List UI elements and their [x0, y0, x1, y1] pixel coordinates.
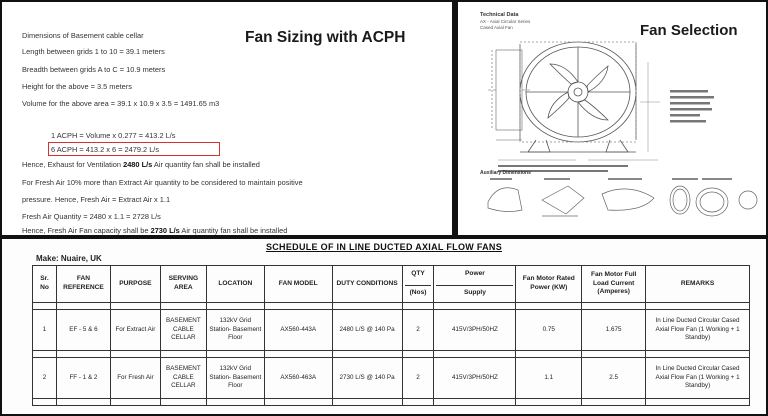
- cell-fan-model: AX560-443A: [263, 309, 333, 351]
- header-qty-label: QTY: [411, 270, 425, 278]
- header-fan-model: FAN MODEL: [263, 265, 333, 303]
- schedule-title: SCHEDULE OF IN LINE DUCTED AXIAL FLOW FA…: [265, 242, 503, 252]
- fan-side-view: [488, 49, 530, 141]
- table-spacer-row: [32, 302, 750, 310]
- auxiliary-dimensions-label: Auxiliary Dimensions: [480, 170, 531, 176]
- cell-sr: 2: [32, 357, 57, 399]
- calc-line-fresh-air-note: For Fresh Air 10% more than Extract Air …: [22, 178, 303, 187]
- fan-front-view: [519, 41, 637, 153]
- header-full-load-current: Fan Motor Full Load Current (Amperes): [581, 265, 647, 303]
- highlight-box: [48, 142, 220, 156]
- cell-fan-model: AX560-463A: [263, 357, 333, 399]
- fresh-value: 2730 L/s: [150, 226, 180, 235]
- schedule-table: Sr. No FAN REFERENCE PURPOSE SERVING ARE…: [32, 265, 750, 406]
- header-rated-power: Fan Motor Rated Power (KW): [515, 265, 583, 303]
- cell-full-load-current: 2.5: [581, 357, 647, 399]
- auxiliary-dimensions: [487, 185, 758, 217]
- fan-sizing-title: Fan Sizing with ACPH: [245, 29, 406, 46]
- fresh-pre: Hence, Fresh Air Fan capacity shall be: [22, 226, 151, 235]
- cell-location: 132kV Grid Station- Basement Floor: [205, 357, 265, 399]
- exhaust-value: 2480 L/s: [123, 160, 153, 169]
- calc-line-fresh-fan: Hence, Fresh Air Fan capacity shall be 2…: [22, 226, 287, 235]
- fan-drawing: [487, 41, 758, 217]
- frame-bottom: [0, 414, 768, 416]
- cell-duty-conditions: 2480 L/S @ 140 Pa: [331, 309, 403, 351]
- header-power: Power Supply: [433, 265, 517, 303]
- tech-data-line-3: Cased Axial Fan: [480, 25, 513, 30]
- header-purpose: PURPOSE: [109, 265, 161, 303]
- header-remarks: REMARKS: [645, 265, 750, 303]
- cell-serving-area: BASEMENT CABLE CELLAR: [159, 309, 207, 351]
- frame-left: [0, 0, 2, 416]
- tech-data-line-2: AX - Axial Circular Series: [480, 19, 531, 24]
- header-qty-unit: (Nos): [404, 285, 432, 298]
- calc-line-length: Length between grids 1 to 10 = 39.1 mete…: [22, 47, 165, 56]
- table-row: 1 EF - 5 & 6 For Extract Air BASEMENT CA…: [32, 309, 750, 351]
- cell-remarks: In Line Ducted Circular Cased Axial Flow…: [645, 309, 750, 351]
- exhaust-post: Air quantity fan shall be installed: [152, 160, 260, 169]
- header-qty: QTY (Nos): [401, 265, 435, 303]
- fresh-post: Air quantity fan shall be installed: [179, 226, 288, 235]
- exhaust-pre: Hence, Exhaust for Ventilation: [22, 160, 124, 169]
- cell-rated-power: 0.75: [515, 309, 583, 351]
- table-header-row: Sr. No FAN REFERENCE PURPOSE SERVING ARE…: [32, 265, 750, 303]
- cell-purpose: For Fresh Air: [109, 357, 161, 399]
- cell-power-supply: 415V/3PH/50HZ: [433, 309, 517, 351]
- calc-line-volume: Volume for the above area = 39.1 x 10.9 …: [22, 99, 220, 108]
- cell-sr: 1: [32, 309, 57, 351]
- cell-qty: 2: [401, 309, 435, 351]
- header-duty-conditions: DUTY CONDITIONS: [331, 265, 403, 303]
- calc-line-1acph: 1 ACPH = Volume x 0.277 = 413.2 L/s: [51, 131, 176, 140]
- fan-selection-title: Fan Selection: [640, 22, 738, 39]
- cell-rated-power: 1.1: [515, 357, 583, 399]
- header-power-supply: Supply: [436, 285, 514, 298]
- header-sr: Sr. No: [32, 265, 57, 303]
- calc-line-6acph: 6 ACPH = 413.2 x 6 = 2479.2 L/s: [51, 145, 160, 154]
- vertical-divider: [452, 0, 458, 238]
- cell-location: 132kV Grid Station- Basement Floor: [205, 309, 265, 351]
- cell-qty: 2: [401, 357, 435, 399]
- calc-line-dimensions: Dimensions of Basement cable cellar: [22, 31, 144, 40]
- calc-line-fresh-air-qty: Fresh Air Quantity = 2480 x 1.1 = 2728 L…: [22, 212, 161, 221]
- table-spacer-row: [32, 350, 750, 358]
- cell-duty-conditions: 2730 L/S @ 140 Pa: [331, 357, 403, 399]
- frame-right: [766, 0, 768, 416]
- calc-line-exhaust: Hence, Exhaust for Ventilation 2480 L/s …: [22, 160, 260, 169]
- calc-line-breadth: Breadth between grids A to C = 10.9 mete…: [22, 65, 166, 74]
- aux-captions: [490, 178, 732, 180]
- horizontal-divider: [0, 235, 768, 239]
- tech-data-heading: Technical Data: [480, 12, 519, 18]
- frame-top: [0, 0, 768, 2]
- fan-schedule: SCHEDULE OF IN LINE DUCTED AXIAL FLOW FA…: [2, 239, 766, 414]
- header-fan-reference: FAN REFERENCE: [55, 265, 111, 303]
- calc-line-pressure: pressure. Hence, Fresh Air = Extract Air…: [22, 195, 171, 204]
- fan-side-annotations: [498, 90, 714, 172]
- table-row: 2 FF - 1 & 2 For Fresh Air BASEMENT CABL…: [32, 357, 750, 399]
- header-serving-area: SERVING AREA: [159, 265, 207, 303]
- table-spacer-row: [32, 398, 750, 406]
- cell-remarks: In Line Ducted Circular Cased Axial Flow…: [645, 357, 750, 399]
- schedule-make: Make: Nuaire, UK: [36, 254, 102, 263]
- cell-serving-area: BASEMENT CABLE CELLAR: [159, 357, 207, 399]
- fan-selection-panel: Technical Data AX - Axial Circular Serie…: [458, 2, 766, 235]
- cell-full-load-current: 1.675: [581, 309, 647, 351]
- fan-dimension-lines: [498, 62, 660, 161]
- cell-fan-reference: EF - 5 & 6: [55, 309, 111, 351]
- cell-power-supply: 415V/3PH/50HZ: [433, 357, 517, 399]
- cell-purpose: For Extract Air: [109, 309, 161, 351]
- header-power-label: Power: [465, 270, 485, 278]
- header-location: LOCATION: [205, 265, 265, 303]
- cell-fan-reference: FF - 1 & 2: [55, 357, 111, 399]
- calc-line-height: Height for the above = 3.5 meters: [22, 82, 132, 91]
- fan-sizing-panel: Fan Sizing with ACPH Dimensions of Basem…: [2, 2, 452, 235]
